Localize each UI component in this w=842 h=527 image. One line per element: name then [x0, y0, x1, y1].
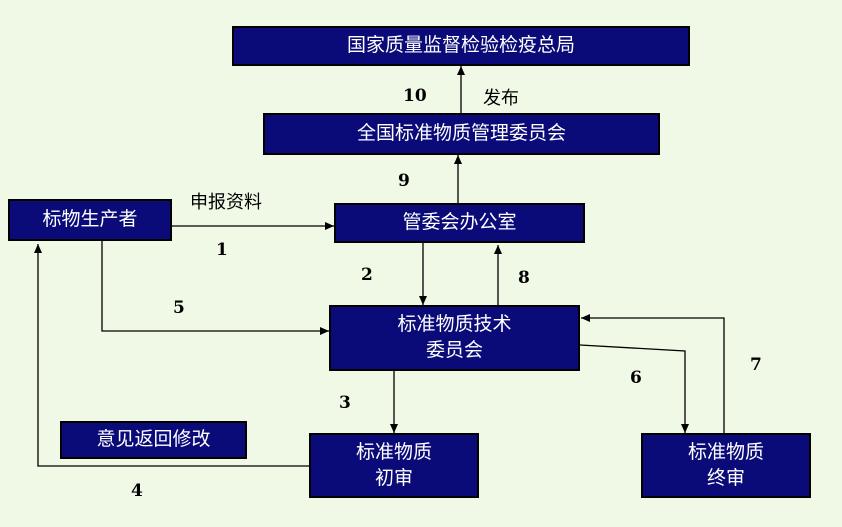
- aqsiq-box: 国家质量监督检验检疫总局: [232, 26, 690, 66]
- submit-materials-label: 申报资料: [190, 192, 262, 213]
- arrow-step-6: [579, 344, 689, 433]
- step-number-9: 9: [398, 171, 410, 191]
- final-review-box: 标准物质 终审: [641, 433, 811, 498]
- arrow-step-5: [101, 241, 329, 335]
- step-number-7: 7: [750, 355, 762, 375]
- arrow-step-4: [34, 244, 309, 467]
- publish-label: 发布: [483, 88, 519, 109]
- revision-note-box: 意见返回修改: [60, 421, 247, 459]
- producer-box: 标物生产者: [8, 199, 172, 241]
- step-number-6: 6: [630, 368, 642, 388]
- step-number-8: 8: [518, 268, 530, 288]
- step-number-4: 4: [131, 481, 143, 501]
- step-number-10: 10: [403, 86, 427, 106]
- national-committee-box: 全国标准物质管理委员会: [263, 113, 660, 155]
- step-number-1: 1: [216, 240, 228, 260]
- committee-office-box: 管委会办公室: [334, 203, 585, 243]
- step-number-5: 5: [173, 298, 185, 318]
- step-number-3: 3: [339, 393, 351, 413]
- arrow-step-7: [581, 314, 725, 433]
- tech-committee-box: 标准物质技术 委员会: [329, 305, 580, 371]
- step-number-2: 2: [361, 265, 373, 285]
- initial-review-box: 标准物质 初审: [309, 433, 479, 498]
